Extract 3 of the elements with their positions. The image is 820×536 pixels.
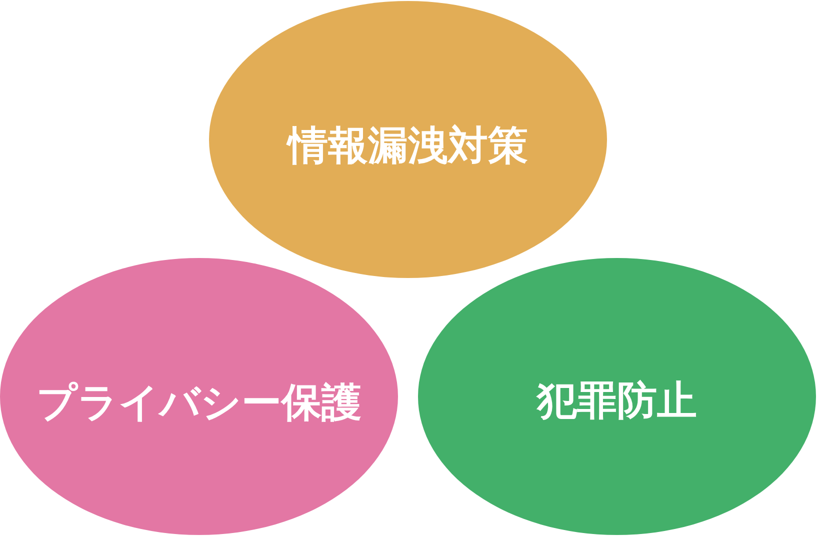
node-label: 情報漏洩対策 [288, 124, 528, 168]
node-label: 犯罪防止 [537, 378, 697, 422]
node-label: プライバシー保護 [36, 380, 362, 424]
